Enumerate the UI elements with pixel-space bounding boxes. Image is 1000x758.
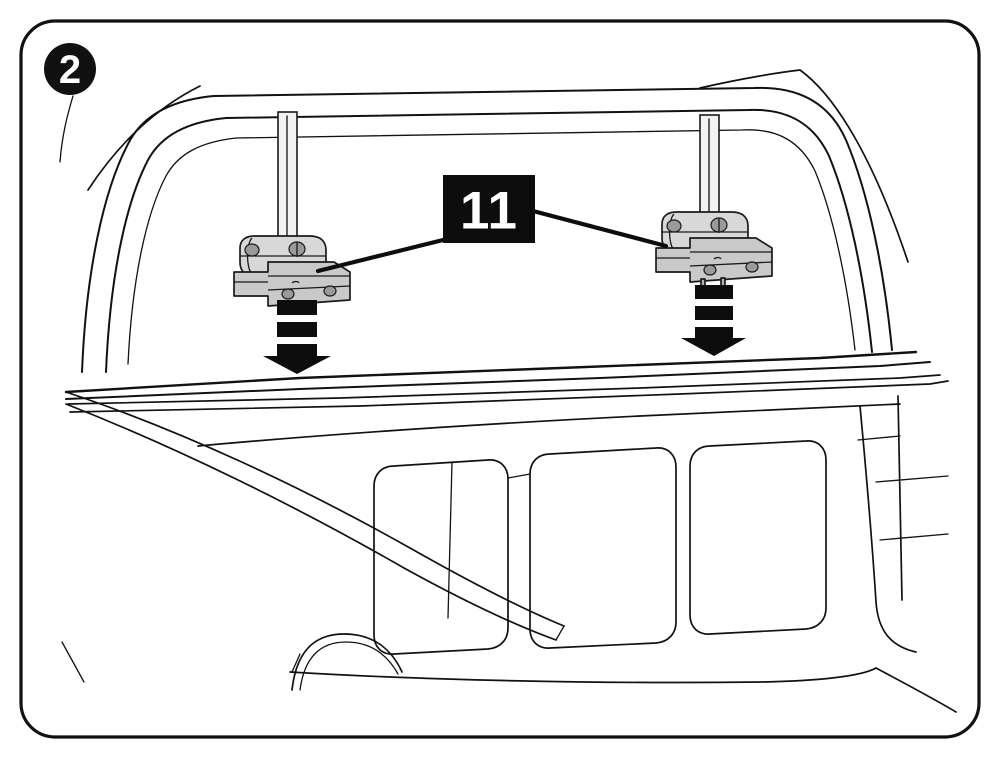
arrow-segment [277,322,317,337]
left-install-arrow [263,300,331,374]
bed-panel-1 [373,459,509,655]
arrow-head-icon [263,344,331,374]
bed-inner-wall-line [197,403,901,447]
arrow-head-icon [681,327,746,356]
bed-floor-right-edge [875,667,957,713]
bed-panel-divider-line [447,461,453,619]
page-frame-border [19,19,981,739]
bed-rear-post-outer [859,405,917,653]
cab-corner-detail [61,641,85,683]
arrow-segment [277,300,317,315]
bed-rear-shelf-line-1 [875,475,949,483]
right-mounting-bracket [655,211,773,288]
right-strap [699,114,720,223]
arrow-segment [695,306,733,320]
bed-rear-post-inner [897,395,903,601]
window-inner-contour [127,129,856,365]
bed-rear-shelf-line-2 [879,533,949,541]
callout-11: 11 [443,175,535,243]
arrow-segment [695,285,733,299]
cab-rear-sill-top [64,350,918,394]
window-outer-contour [81,86,893,373]
step-badge: 2 [44,43,96,95]
window-middle-contour [105,108,873,373]
bed-rear-notch [857,435,901,441]
badge-pointer-curve [59,95,74,163]
callout-leader-lines [315,208,669,274]
bed-panel-2 [529,447,677,649]
leader-to-right-bracket [530,208,669,249]
step-number-label: 2 [59,48,81,92]
pillar-line-right [799,69,909,263]
bed-side-rail-cap [555,625,565,641]
wheel-arch-outer [291,633,403,691]
leader-to-left-bracket [315,236,450,274]
left-strap [277,111,298,244]
wheel-arch-inner [299,641,399,691]
bed-front-wall-top [67,374,941,405]
bed-side-rail-upper [65,391,565,627]
step-badge-background [44,43,96,95]
vehicle-line-art [59,69,957,713]
bed-panel-3 [689,440,827,635]
bed-floor-front-edge [289,667,877,684]
left-mounting-bracket [233,235,351,312]
callout-label: 11 [460,182,518,241]
bed-panel-edge-line [507,473,531,479]
cab-rear-sill-bottom [65,361,931,400]
callout-box-background [443,175,535,243]
bed-floor-left-line [291,653,301,673]
bed-front-wall-bottom [69,380,949,413]
roof-line-right [699,69,801,89]
right-install-arrow [681,285,746,356]
bed-side-rail-lower [65,403,557,641]
